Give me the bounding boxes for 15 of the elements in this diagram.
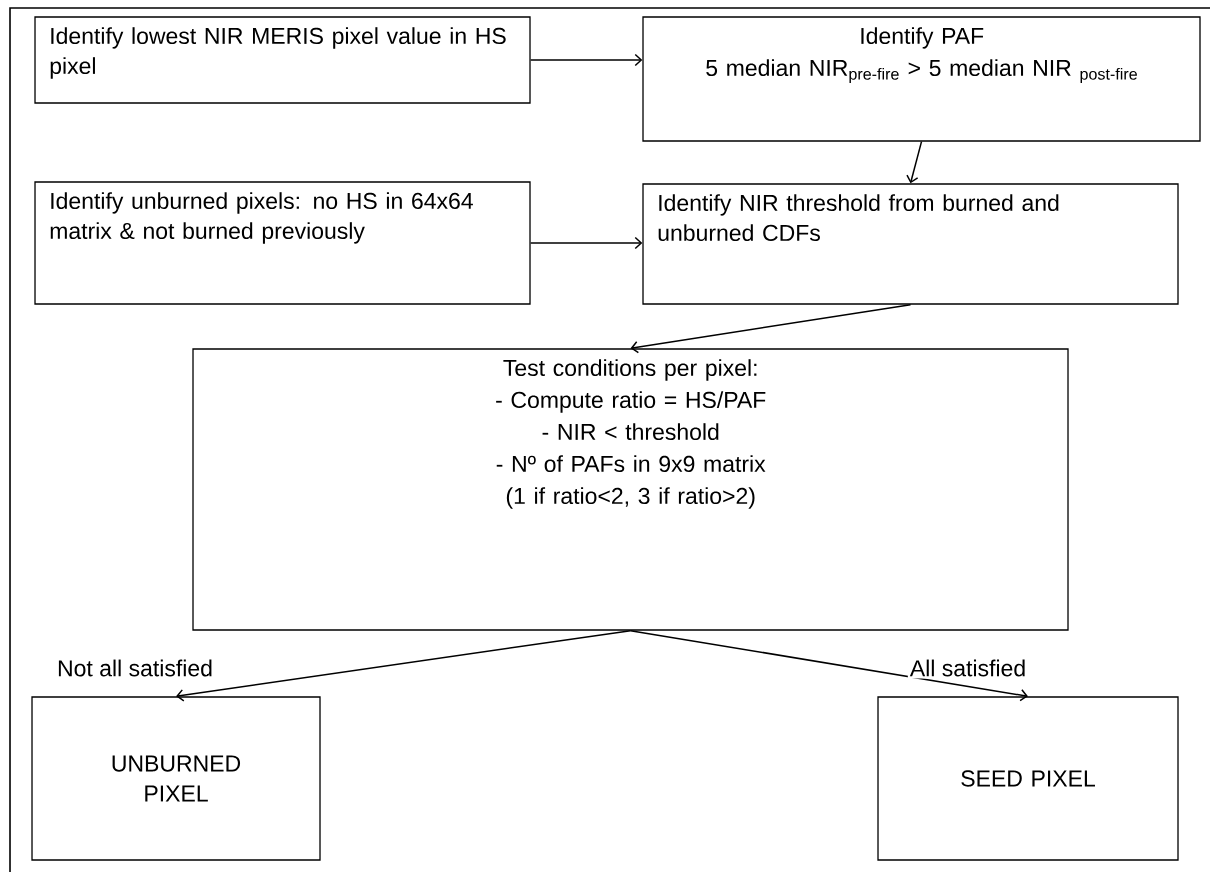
arrow	[906, 140, 923, 184]
arrow	[176, 629, 632, 702]
process-box: Identify PAF 5 median NIR$_{pre-fire}$ > 5 median NIR $_{post-fire}$	[642, 16, 1201, 142]
arrow	[630, 303, 912, 354]
edge-label: Not all satisfied	[55, 657, 215, 679]
process-box: Test conditions per pixel: - Compute ratio = HS/PAF - NIR < threshold - Nº of PAFs in 9x9 matrix (1 if ratio<2, 3 if ratio>2)	[192, 348, 1069, 631]
process-box: UNBURNED PIXEL	[31, 696, 321, 861]
process-box: Identify unburned pixels: no HS in 64x64 matrix & not burned previously	[34, 181, 531, 305]
process-box: Identify NIR threshold from burned and unburned CDFs	[642, 183, 1179, 305]
process-box: Identify lowest NIR MERIS pixel value in HS pixel	[34, 16, 531, 104]
arrow	[529, 53, 643, 67]
edge-label: All satisfied	[907, 657, 1029, 679]
arrow	[629, 629, 1028, 702]
process-box: SEED PIXEL	[877, 696, 1179, 861]
arrow	[529, 236, 643, 250]
